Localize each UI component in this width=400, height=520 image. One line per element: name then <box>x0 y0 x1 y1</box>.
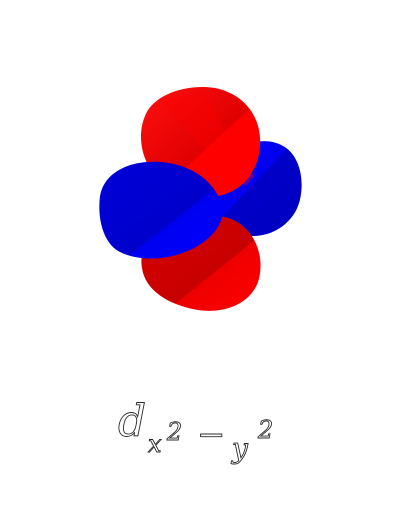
label-base: d <box>118 396 146 447</box>
orbital-label: d x 2 − y 2 <box>118 396 274 466</box>
label-subscript-x: x <box>148 430 162 458</box>
label-superscript-x: 2 <box>166 418 182 446</box>
lobe-left <box>99 161 223 259</box>
label-superscript-y: 2 <box>257 416 273 444</box>
label-minus: − <box>197 415 226 455</box>
label-subscript-y: y <box>230 432 249 465</box>
